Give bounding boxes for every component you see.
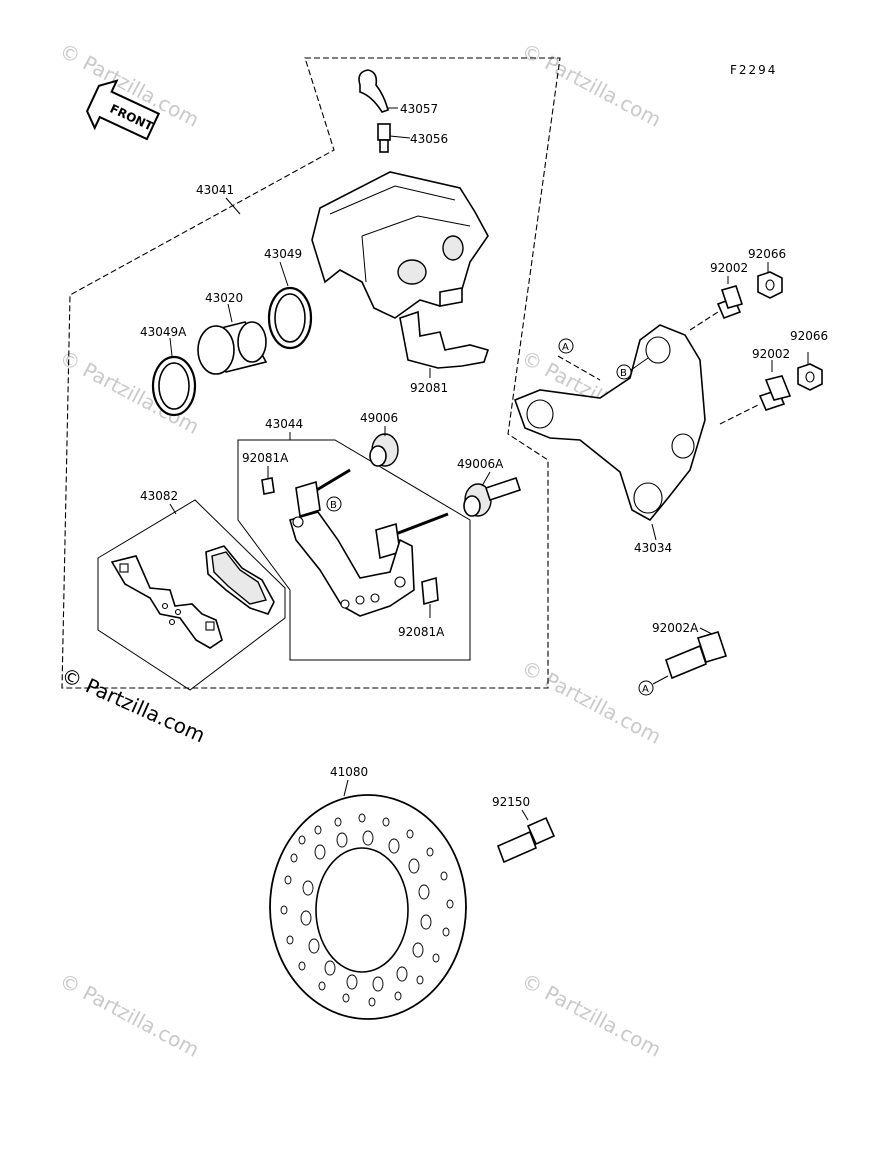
pin-boot-lower (463, 471, 522, 517)
disc-bolt (496, 816, 556, 864)
part-label-43056: 43056 (410, 132, 448, 146)
nut-lower (797, 352, 823, 391)
part-label-49006: 49006 (360, 411, 398, 425)
brake-pad-left (110, 555, 223, 649)
caliper-assembly-outline (61, 57, 561, 689)
retainer-clip-lower (421, 576, 439, 618)
part-label-49006A: 49006A (457, 457, 504, 471)
dust-seal (151, 337, 197, 417)
nut-upper (757, 262, 783, 299)
part-label-92002-lower: 92002 (752, 347, 790, 361)
callout-b-torque-bracket: B (616, 357, 649, 380)
retainer-clip-upper (261, 466, 275, 495)
callout-a-bolt: A (638, 675, 669, 696)
callout-a-text: A (562, 342, 569, 353)
callout-a-text: A (642, 684, 649, 695)
watermark: © Partzilla.com (518, 38, 666, 132)
watermark: © Partzilla.com (56, 968, 204, 1062)
callout-b-text: B (330, 500, 337, 511)
callout-a-bracket: A (557, 338, 601, 381)
part-label-43044: 43044 (265, 417, 303, 431)
copyright-notice: © Partzilla.com (58, 663, 209, 748)
bleeder-cap (358, 69, 398, 113)
mounting-bolt (665, 627, 728, 680)
pad-set-outline (97, 499, 286, 691)
part-label-92081A-lower: 92081A (398, 625, 445, 639)
part-label-43049: 43049 (264, 247, 302, 261)
brake-pad-right (205, 545, 275, 615)
part-label-43034: 43034 (634, 541, 672, 555)
watermark: © Partzilla.com (518, 968, 666, 1062)
part-label-92066-lower: 92066 (790, 329, 828, 343)
watermark: © Partzilla.com (518, 655, 666, 749)
part-label-92081A-upper: 92081A (242, 451, 289, 465)
bracket-subassembly-outline (237, 439, 471, 661)
disc-holes (280, 813, 454, 1007)
caliper-bracket (289, 468, 449, 617)
part-label-43057: 43057 (400, 102, 438, 116)
part-label-92066-upper: 92066 (748, 247, 786, 261)
caliper-body (311, 171, 489, 319)
brake-disc (269, 794, 467, 1020)
part-label-92150: 92150 (492, 795, 530, 809)
part-label-92002A: 92002A (652, 621, 699, 635)
piston-seal (267, 261, 313, 350)
figure-code: F2294 (730, 63, 777, 77)
piston (197, 303, 268, 375)
part-label-43020: 43020 (205, 291, 243, 305)
pad-spring (399, 310, 490, 378)
bolt-lower (719, 360, 792, 425)
bleeder-valve (377, 123, 411, 153)
part-label-43082: 43082 (140, 489, 178, 503)
part-label-92081: 92081 (410, 381, 448, 395)
pin-boot-upper (369, 426, 399, 467)
callout-b-bracket: B (326, 496, 342, 512)
torque-bracket (513, 324, 706, 541)
part-label-92002-upper: 92002 (710, 261, 748, 275)
part-label-43049A: 43049A (140, 325, 187, 339)
bolt-upper (689, 276, 744, 331)
callout-b-text: B (620, 368, 627, 379)
part-label-41080: 41080 (330, 765, 368, 779)
part-label-43041: 43041 (196, 183, 234, 197)
